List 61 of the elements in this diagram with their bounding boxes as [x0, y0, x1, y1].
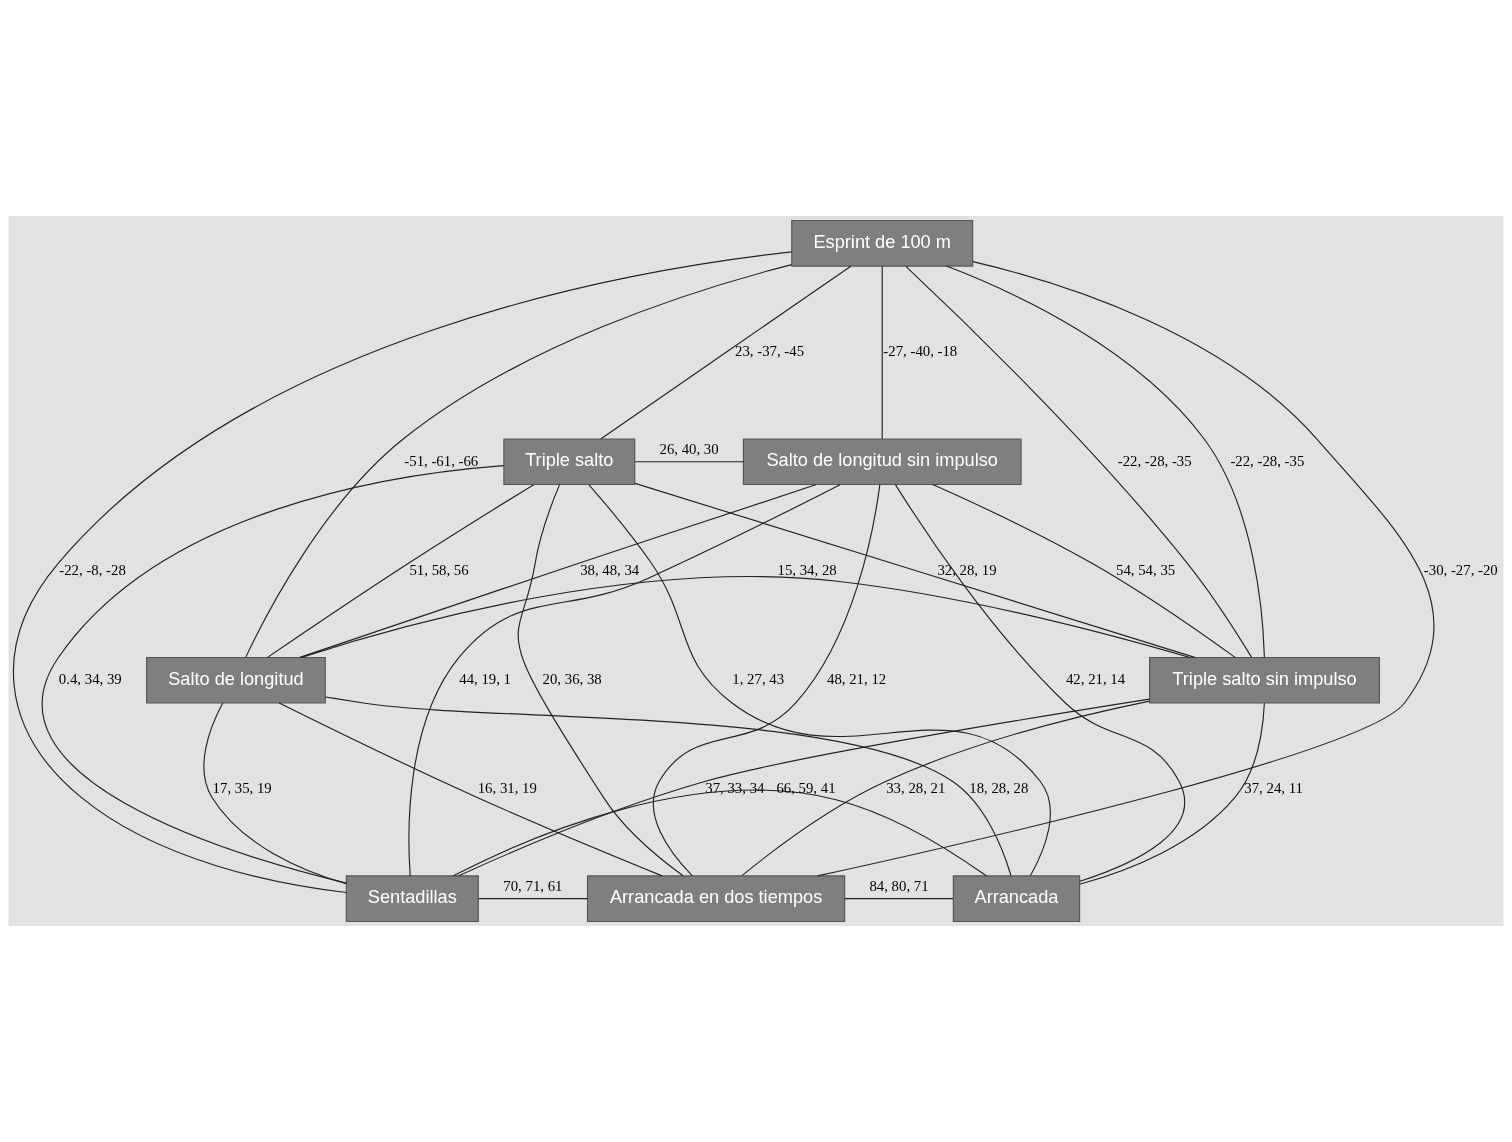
- edge-label: 42, 21, 14: [1065, 671, 1126, 688]
- edge-label: 66, 59, 41: [776, 780, 836, 797]
- edge-label: -22, -28, -35: [1230, 452, 1305, 469]
- edge-label: 20, 36, 38: [542, 671, 602, 688]
- connector: [634, 482, 1196, 658]
- connector: [324, 696, 1012, 877]
- edge-label: 17, 35, 19: [212, 780, 272, 797]
- connector: [299, 484, 817, 658]
- connector: [517, 484, 684, 877]
- connector: [634, 461, 744, 463]
- edge-label: 0.4, 34, 39: [58, 671, 122, 688]
- edge-label: 16, 31, 19: [477, 780, 537, 797]
- connector: [203, 702, 347, 885]
- edge-label: 18, 28, 28: [969, 780, 1029, 797]
- edge-label: 15, 34, 28: [777, 561, 837, 578]
- edge-label: 84, 80, 71: [869, 878, 929, 895]
- edge-label: 70, 71, 61: [503, 878, 563, 895]
- connector: [600, 265, 852, 440]
- node-box: Arrancada: [952, 875, 1081, 923]
- edge-label: 1, 27, 43: [732, 671, 785, 688]
- connector: [741, 700, 1151, 877]
- node-box: Triple salto sin impulso: [1149, 656, 1380, 704]
- edge-label: 37, 24, 11: [1244, 780, 1303, 797]
- edge-label: 44, 19, 1: [459, 671, 511, 688]
- connector: [42, 465, 505, 884]
- connector: [13, 251, 793, 894]
- edge-label: 32, 28, 19: [937, 561, 997, 578]
- edge-label: -30, -27, -20: [1423, 561, 1498, 578]
- connector: [478, 898, 589, 900]
- edge-label: -51, -61, -66: [404, 452, 479, 469]
- connector: [300, 576, 1191, 659]
- node-box: Triple salto: [503, 438, 636, 486]
- connector: [245, 264, 793, 658]
- node-box: Esprint de 100 m: [791, 220, 974, 267]
- edge-label: 48, 21, 12: [827, 671, 887, 688]
- connector: [652, 484, 881, 877]
- node-box: Sentadillas: [345, 875, 479, 923]
- edge-label: -22, -8, -28: [59, 561, 126, 578]
- connector: [278, 702, 663, 877]
- connector: [588, 484, 1051, 877]
- edge-label: 33, 28, 21: [886, 780, 946, 797]
- connector: [894, 484, 1186, 882]
- connector: [452, 789, 987, 877]
- node-box: Arrancada en dos tiempos: [586, 875, 846, 923]
- edge-label: 51, 58, 56: [409, 561, 469, 578]
- connector: [267, 484, 535, 658]
- edge-label: 54, 54, 35: [1116, 561, 1176, 578]
- connector: [1079, 702, 1265, 885]
- node-box: Salto de longitud sin impulso: [742, 438, 1022, 486]
- connector: [932, 484, 1236, 658]
- connector: [844, 898, 954, 900]
- edge-label: 38, 48, 34: [580, 561, 640, 578]
- connector: [408, 484, 841, 877]
- node-box: Salto de longitud: [146, 656, 326, 704]
- connector: [881, 265, 883, 440]
- connector: [457, 698, 1150, 877]
- edge-label: -27, -40, -18: [883, 343, 958, 360]
- edge-label: 23, -37, -45: [735, 343, 805, 360]
- connector: [817, 261, 1435, 877]
- edge-label: -22, -28, -35: [1117, 452, 1192, 469]
- edge-label: 26, 40, 30: [659, 441, 719, 458]
